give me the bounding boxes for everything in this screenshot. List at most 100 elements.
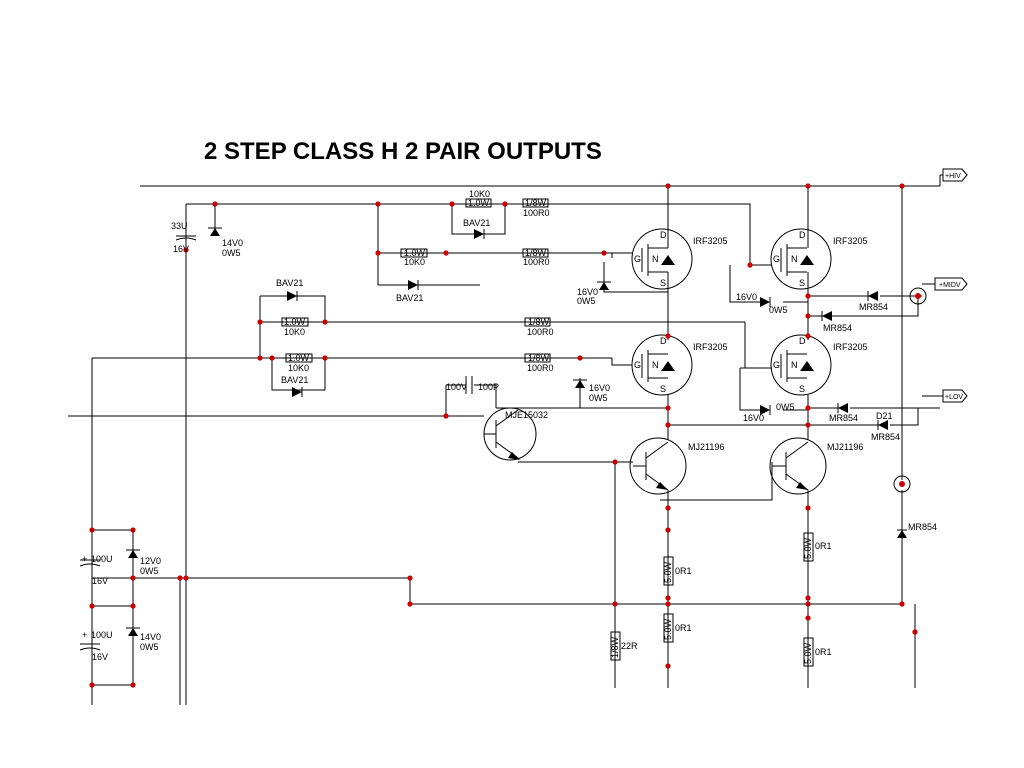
pin-s-4: S <box>799 384 805 394</box>
wires <box>68 185 940 705</box>
pin-g-1: G <box>634 254 641 264</box>
bjts <box>483 407 827 495</box>
lov-label: +LOV <box>945 394 963 401</box>
pin-g-4: G <box>773 360 780 370</box>
r-18w-4: 1/8W <box>528 353 550 363</box>
z-16v0-1: 16V0 <box>577 287 598 297</box>
hiv-port <box>942 168 968 182</box>
resistor-10k0-4 <box>285 353 313 363</box>
z-0w5-1: 0W5 <box>577 296 596 306</box>
c-16v-2: 16V <box>92 652 108 662</box>
resistors <box>281 198 814 667</box>
plus-2: + <box>82 630 87 640</box>
z-0w5-3: 0W5 <box>589 393 608 403</box>
irf3205-1 <box>631 228 693 290</box>
irf-1: IRF3205 <box>693 236 728 246</box>
pin-n-2: N <box>791 254 798 264</box>
resistor-10k0-top <box>465 198 492 208</box>
r-100r0-1: 100R0 <box>523 208 550 218</box>
c-100v: 100V <box>446 382 467 392</box>
plus-1: + <box>82 554 87 564</box>
pin-d-2: D <box>799 230 806 240</box>
z-0w5-top: 0W5 <box>222 248 241 258</box>
pin-d-4: D <box>799 336 806 346</box>
diodes <box>126 227 907 636</box>
irf-2: IRF3205 <box>833 236 868 246</box>
z-16v0-2: 16V0 <box>736 292 757 302</box>
resistor-10k0-2 <box>400 248 428 258</box>
irf3205-4 <box>770 334 832 396</box>
z-0w5-4: 0W5 <box>776 402 795 412</box>
resistor-100r0-3 <box>524 317 551 327</box>
gate-feed-wire <box>186 203 751 265</box>
c-100u-1: 100U <box>91 554 113 564</box>
resistor-0r1-3 <box>803 532 814 562</box>
pin-s-3: S <box>660 384 666 394</box>
mj-1: MJ21196 <box>688 442 724 452</box>
junction-dots <box>89 183 918 688</box>
lov-port <box>942 389 968 403</box>
pin-g-2: G <box>773 254 780 264</box>
mr854-5: MR854 <box>908 522 937 532</box>
r0r1-3: 0R1 <box>815 541 832 551</box>
pin-g-3: G <box>634 360 641 370</box>
irf-3: IRF3205 <box>693 342 728 352</box>
midv-label: +MIDV <box>939 282 961 289</box>
resistor-22r <box>610 631 621 661</box>
resistor-100r0-2 <box>522 248 549 258</box>
capacitors <box>79 235 473 651</box>
c-100u-2: 100U <box>91 630 113 640</box>
mr854-2: MR854 <box>823 323 852 333</box>
d21-label: D21 <box>876 411 893 421</box>
pin-d-3: D <box>660 336 667 346</box>
r-18w-2: 1/8W <box>525 248 547 258</box>
r-100r0-2: 100R0 <box>523 257 550 267</box>
r18w-22: 1/8W <box>610 636 620 658</box>
c-100p: 100P <box>478 382 499 392</box>
r-1w-top: 1.0W <box>468 198 490 208</box>
z-0w5-2: 0W5 <box>769 305 788 315</box>
bav21-2: BAV21 <box>396 293 423 303</box>
mj21196-1 <box>629 437 687 495</box>
r-10k0-2: 10K0 <box>404 257 425 267</box>
pin-d-1: D <box>660 230 667 240</box>
irf3205-3 <box>631 334 693 396</box>
mr854-3: MR854 <box>829 413 858 423</box>
mr854-1: MR854 <box>859 302 888 312</box>
r-1w-2: 1.0W <box>404 248 426 258</box>
r5w-1: 5.0W <box>663 561 673 583</box>
schematic-title: 2 STEP CLASS H 2 PAIR OUTPUTS <box>204 138 602 165</box>
pin-n-4: N <box>791 360 798 370</box>
z-0w5-6: 0W5 <box>140 642 159 652</box>
z-14v0-b: 14V0 <box>140 632 161 642</box>
resistor-100r0-1 <box>522 198 549 208</box>
r22r: 22R <box>621 641 638 651</box>
r-18w-1: 1/8W <box>525 198 547 208</box>
terminals <box>893 168 968 493</box>
z-0w5-5: 0W5 <box>140 566 159 576</box>
r-10k0-3: 10K0 <box>284 327 305 337</box>
r-18w-3: 1/8W <box>528 317 550 327</box>
mr854-4: MR854 <box>871 432 900 442</box>
mj21196-2 <box>769 437 827 495</box>
bav21-1: BAV21 <box>463 218 490 228</box>
mj-2: MJ21196 <box>827 442 863 452</box>
r-100r0-4: 100R0 <box>527 363 554 373</box>
resistor-0r1-1 <box>663 556 674 586</box>
pin-s-2: S <box>799 278 805 288</box>
r0r1-1: 0R1 <box>675 566 692 576</box>
z-12v0: 12V0 <box>140 556 161 566</box>
r5w-4: 5.0W <box>803 642 813 664</box>
mosfets <box>631 228 832 396</box>
r-1w-3: 1.0W <box>284 317 306 327</box>
mje-label: MJE15032 <box>505 410 548 420</box>
z-14v0-top: 14V0 <box>222 238 243 248</box>
r-10k0-top: 10K0 <box>469 189 490 199</box>
c-33u: 33U <box>171 221 188 231</box>
resistor-10k0-3 <box>281 317 309 327</box>
pin-s-1: S <box>660 278 666 288</box>
irf-4: IRF3205 <box>833 342 868 352</box>
z-16v0-3: 16V0 <box>589 383 610 393</box>
r5w-3: 5.0W <box>803 537 813 559</box>
